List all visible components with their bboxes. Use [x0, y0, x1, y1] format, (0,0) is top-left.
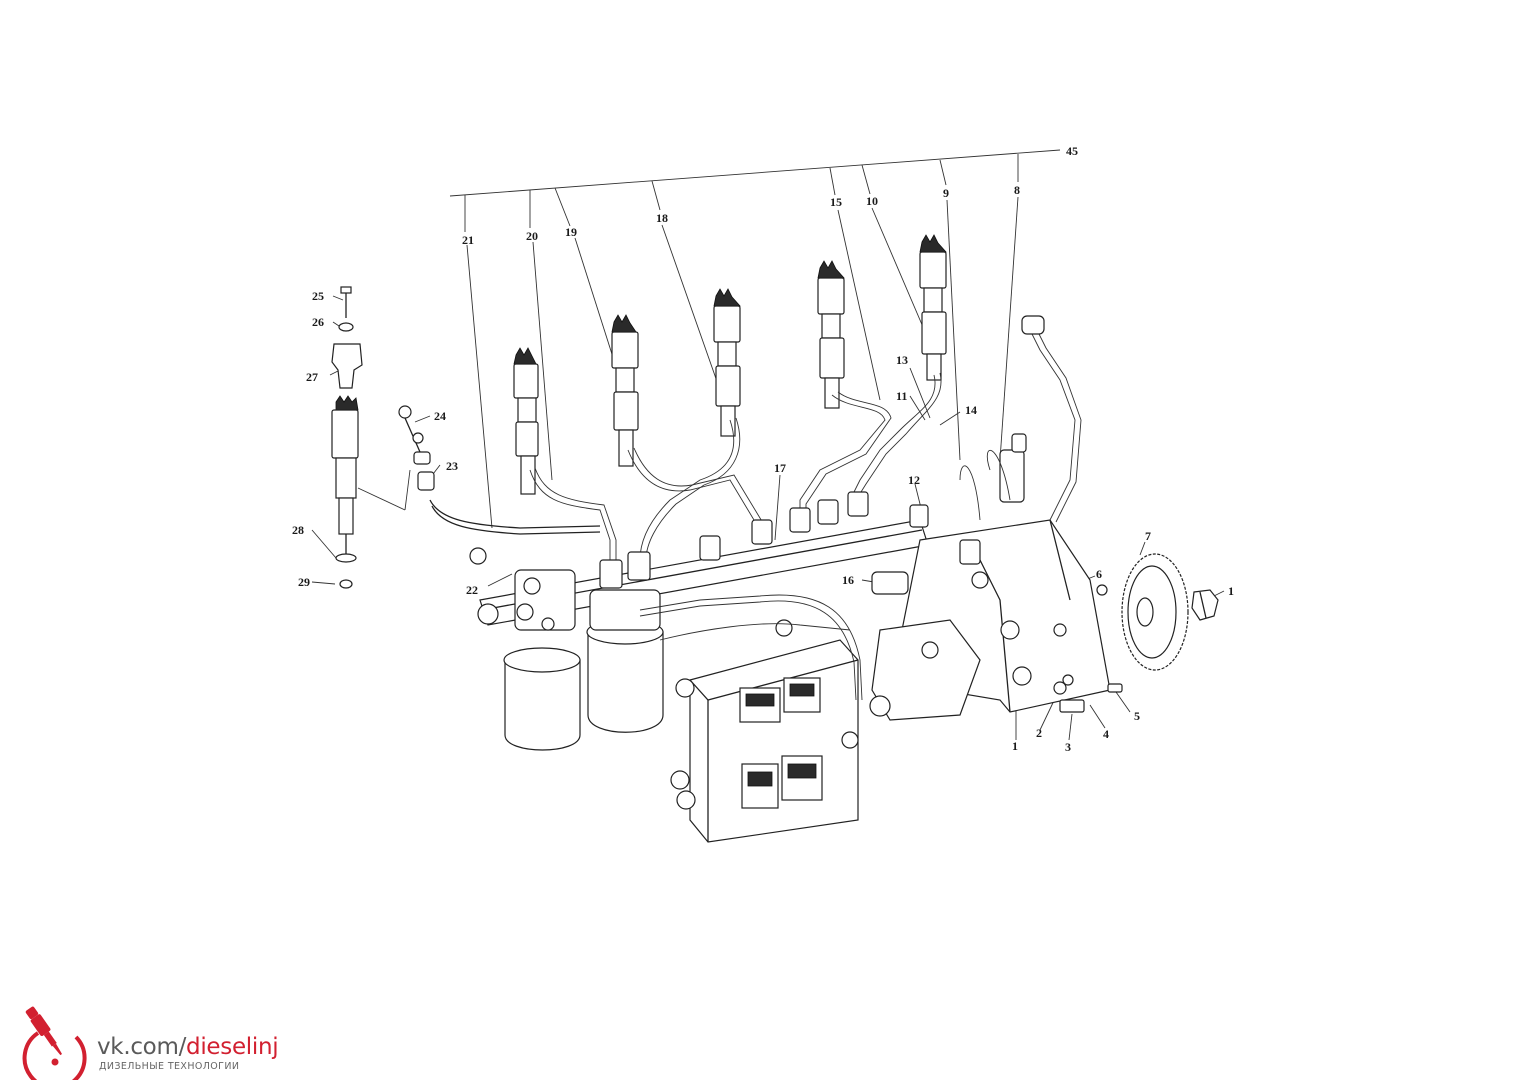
- callout-6: 6: [1096, 567, 1102, 581]
- callout-1-nut: 1: [1228, 584, 1234, 598]
- injector-5: [919, 234, 947, 381]
- watermark: vk.com/dieselinj ДИЗЕЛЬНЫЕ ТЕХНОЛОГИИ: [12, 1000, 312, 1080]
- injector-3: [713, 288, 741, 437]
- callout-16: 16: [842, 573, 854, 587]
- callout-18: 18: [656, 211, 668, 225]
- callout-labels: 45 21 20 19 18 15 10 9 8 13 11 14 12 17 …: [292, 144, 1234, 754]
- exploded-injector: [331, 286, 363, 589]
- callout-21: 21: [462, 233, 474, 247]
- ecu-module: [670, 619, 859, 843]
- callout-17: 17: [774, 461, 786, 475]
- callout-1-pump: 1: [1012, 739, 1018, 753]
- high-pressure-pipes: [529, 372, 942, 561]
- url-prefix: vk.com/: [97, 1034, 187, 1060]
- callout-10: 10: [866, 194, 878, 208]
- gear-nut: [1191, 589, 1219, 621]
- callout-23: 23: [446, 459, 458, 473]
- injector-2: [611, 314, 639, 467]
- callout-7: 7: [1145, 529, 1151, 543]
- callout-20: 20: [526, 229, 538, 243]
- callout-14: 14: [965, 403, 977, 417]
- fuel-filters: [503, 569, 664, 751]
- callout-11: 11: [896, 389, 907, 403]
- callout-45: 45: [1066, 144, 1078, 158]
- callout-15: 15: [830, 195, 842, 209]
- callout-29: 29: [298, 575, 310, 589]
- assembly-bracket-45: [449, 149, 1061, 232]
- callout-4: 4: [1103, 727, 1109, 741]
- injector-in-circle-icon: [22, 1006, 87, 1080]
- fitting-parts-23-24: [398, 405, 601, 535]
- callout-5: 5: [1134, 709, 1140, 723]
- callout-9: 9: [943, 186, 949, 200]
- watermark-url[interactable]: vk.com/dieselinj: [97, 1034, 279, 1060]
- callout-26: 26: [312, 315, 324, 329]
- callout-2: 2: [1036, 726, 1042, 740]
- callout-8: 8: [1014, 183, 1020, 197]
- injector-1: [513, 347, 539, 495]
- callout-24: 24: [434, 409, 446, 423]
- watermark-subtitle: ДИЗЕЛЬНЫЕ ТЕХНОЛОГИИ: [99, 1061, 240, 1072]
- callout-27: 27: [306, 370, 318, 384]
- drive-gear: [1121, 553, 1189, 671]
- callout-3: 3: [1065, 740, 1071, 754]
- callout-12: 12: [908, 473, 920, 487]
- callout-19: 19: [565, 225, 577, 239]
- injector-4: [817, 260, 845, 409]
- callout-13: 13: [896, 353, 908, 367]
- low-pressure-pipes: [639, 594, 863, 701]
- url-accent: dieselinj: [186, 1034, 279, 1060]
- callout-25: 25: [312, 289, 324, 303]
- callout-22: 22: [466, 583, 478, 597]
- callout-28: 28: [292, 523, 304, 537]
- pump-small-parts: [1053, 584, 1123, 713]
- injector-row: [513, 234, 947, 495]
- high-pressure-pump: [869, 315, 1111, 721]
